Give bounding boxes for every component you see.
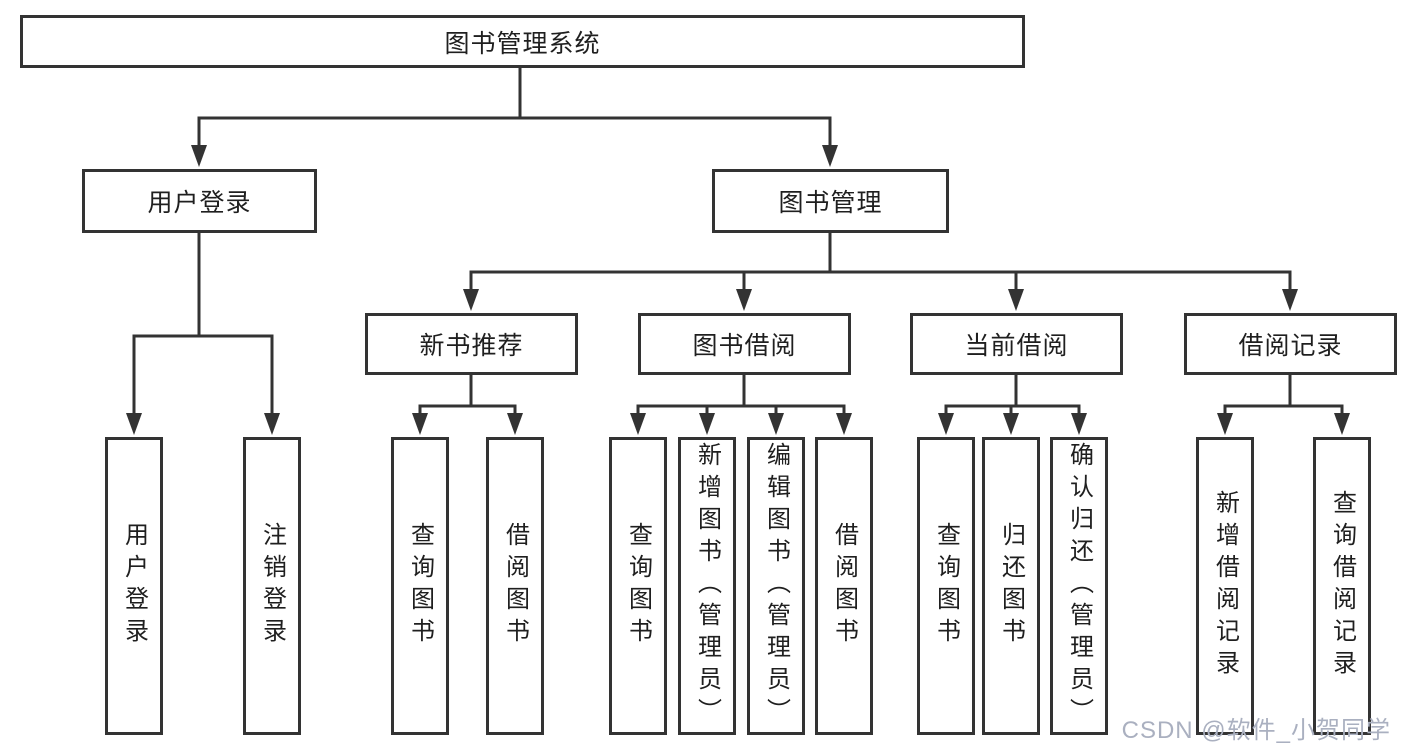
node-current-borrow: 当前借阅 (910, 313, 1123, 375)
node-book-borrow: 图书借阅 (638, 313, 851, 375)
node-user-login: 用户登录 (82, 169, 317, 233)
leaf-current-query-books: 查询图书 (917, 437, 975, 735)
arrow-down-icon (1008, 289, 1024, 311)
node-root: 图书管理系统 (20, 15, 1025, 68)
arrow-down-icon (836, 413, 852, 435)
leaf-borrow-borrow-books: 借阅图书 (815, 437, 873, 735)
leaf-add-borrow-record: 新增借阅记录 (1196, 437, 1254, 735)
leaf-edit-books-admin: 编辑图书（管理员） (747, 437, 805, 735)
connector-user-login-to-leaves (132, 231, 274, 416)
arrow-down-icon (768, 413, 784, 435)
leaf-recommend-borrow-books: 借阅图书 (486, 437, 544, 735)
arrow-down-icon (507, 413, 523, 435)
leaf-borrow-query-books: 查询图书 (609, 437, 667, 735)
arrow-down-icon (630, 413, 646, 435)
arrow-down-icon (1334, 413, 1350, 435)
arrow-down-icon (736, 289, 752, 311)
arrow-down-icon (1071, 413, 1087, 435)
arrowheads (126, 145, 1350, 435)
arrow-down-icon (822, 145, 838, 167)
connector-book-management-to-level3 (469, 231, 1292, 292)
arrow-down-icon (699, 413, 715, 435)
node-new-book-recommend: 新书推荐 (365, 313, 578, 375)
leaf-recommend-query-books: 查询图书 (391, 437, 449, 735)
arrow-down-icon (1003, 413, 1019, 435)
arrow-down-icon (191, 145, 207, 167)
arrow-down-icon (463, 289, 479, 311)
connector-current-borrow-to-leaves (944, 373, 1081, 416)
node-borrow-records: 借阅记录 (1184, 313, 1397, 375)
arrow-down-icon (938, 413, 954, 435)
connector-borrow-records-to-leaves (1223, 373, 1344, 416)
connector-book-borrow-to-leaves (636, 373, 846, 416)
leaf-logout: 注销登录 (243, 437, 301, 735)
arrow-down-icon (126, 413, 142, 435)
connector-root-to-level2 (197, 66, 832, 148)
leaf-return-books: 归还图书 (982, 437, 1040, 735)
connector-new-book-recommend-to-leaves (418, 373, 517, 416)
node-book-management: 图书管理 (712, 169, 949, 233)
leaf-confirm-return-admin: 确认归还（管理员） (1050, 437, 1108, 735)
leaf-user-login: 用户登录 (105, 437, 163, 735)
arrow-down-icon (1282, 289, 1298, 311)
leaf-query-borrow-record: 查询借阅记录 (1313, 437, 1371, 735)
leaf-add-books-admin: 新增图书（管理员） (678, 437, 736, 735)
arrow-down-icon (1217, 413, 1233, 435)
arrow-down-icon (412, 413, 428, 435)
arrow-down-icon (264, 413, 280, 435)
